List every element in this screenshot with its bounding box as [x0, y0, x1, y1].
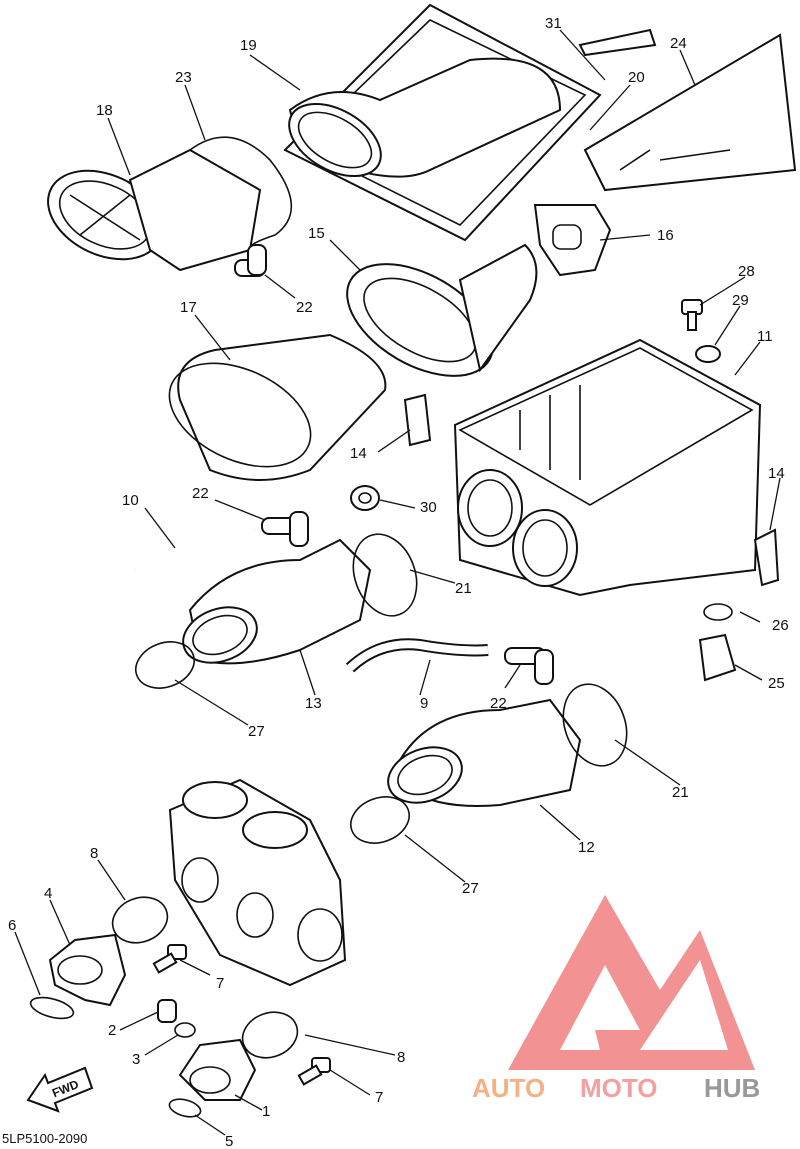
part-27-clamp-lower [350, 796, 410, 844]
part-7-bolt-upper [152, 944, 187, 974]
callout-18: 18 [96, 102, 113, 119]
callout-25: 25 [768, 675, 785, 692]
part-3-clip [174, 1022, 196, 1038]
part-14-clip-right [753, 528, 780, 587]
watermark-auto: AUTO [472, 1073, 545, 1103]
part-9-hose [345, 638, 489, 673]
callout-29: 29 [732, 292, 749, 309]
part-21-clamp-lower [562, 683, 628, 767]
callout-8-upper: 8 [90, 845, 98, 862]
callout-14-right: 14 [768, 465, 785, 482]
part-27-clamp-upper [135, 641, 195, 689]
callout-9: 9 [420, 695, 428, 712]
callout-30: 30 [420, 499, 437, 516]
callout-16: 16 [657, 227, 674, 244]
part-1-joint [178, 1038, 257, 1101]
part-24-cover-plate [583, 33, 797, 192]
part-25-drain-cap [698, 633, 737, 682]
callout-2: 2 [108, 1022, 116, 1039]
callout-5: 5 [225, 1133, 233, 1149]
callout-19: 19 [240, 37, 257, 54]
part-19-intake-duct [288, 57, 562, 178]
watermark-hub: HUB [704, 1073, 760, 1103]
part-11-air-box [453, 338, 762, 597]
callout-22-mid: 22 [192, 485, 209, 502]
callout-1: 1 [262, 1103, 270, 1120]
part-5-o-ring [168, 1098, 202, 1118]
callout-7-lower: 7 [375, 1089, 383, 1106]
part-16-seal [533, 204, 612, 277]
callouts: 19 23 18 31 24 20 15 16 22 17 28 29 11 1… [8, 15, 789, 1149]
callout-8-lower: 8 [397, 1049, 405, 1066]
part-15-frame [346, 243, 538, 377]
automotohub-logo-icon [508, 895, 755, 1070]
callout-22-top: 22 [296, 299, 313, 316]
diagram-code: 5LP5100-2090 [2, 1131, 87, 1146]
part-26-clip [703, 603, 733, 621]
callout-11: 11 [757, 328, 773, 345]
callout-17: 17 [180, 299, 197, 316]
part-8-clamp-lower [241, 1011, 299, 1059]
part-22-elbow-low [504, 647, 554, 685]
callout-4: 4 [44, 885, 52, 902]
callout-23: 23 [175, 69, 192, 86]
part-29-washer [695, 345, 721, 363]
callout-21-upper: 21 [455, 580, 472, 597]
part-18-funnel [47, 148, 262, 272]
part-13-joint [182, 538, 372, 665]
part-30-grommet [350, 485, 380, 511]
callout-27-lower: 27 [462, 880, 479, 897]
callout-14-left: 14 [350, 445, 367, 462]
callout-6: 6 [8, 917, 16, 934]
part-28-bolt [681, 299, 703, 331]
part-17-filter-element [168, 333, 387, 481]
part-2-fitting [157, 999, 177, 1023]
part-22-elbow-top [234, 244, 267, 277]
part-23-gasket [189, 136, 293, 251]
callout-7-upper: 7 [216, 975, 224, 992]
part-7-bolt-lower [297, 1057, 331, 1086]
callout-24: 24 [670, 35, 687, 52]
callout-3: 3 [132, 1051, 140, 1068]
fwd-arrow-icon: FWD [26, 1066, 94, 1113]
part-31-label [578, 28, 657, 57]
callout-12: 12 [578, 839, 595, 856]
watermark-text: AUTO MOTO HUB [472, 1073, 760, 1103]
callout-28: 28 [738, 263, 755, 280]
part-21-clamp-upper [352, 533, 418, 617]
callout-13: 13 [305, 695, 322, 712]
carburetor-assembly [168, 778, 347, 987]
part-10-hose [132, 526, 257, 571]
callout-31: 31 [545, 15, 562, 32]
callout-26: 26 [772, 617, 789, 634]
part-12-joint [387, 698, 582, 807]
callout-21-lower: 21 [672, 784, 689, 801]
part-8-clamp-upper [111, 896, 169, 944]
watermark-moto: MOTO [580, 1073, 658, 1103]
part-22-elbow-mid [261, 511, 309, 547]
leader-lines [14, 29, 781, 1136]
part-4-joint [48, 933, 127, 1007]
callout-20: 20 [628, 69, 645, 86]
callout-15: 15 [308, 225, 325, 242]
part-14-clip-left [403, 393, 432, 447]
callout-22-low: 22 [490, 695, 507, 712]
callout-27-upper: 27 [248, 723, 265, 740]
callout-10: 10 [122, 492, 139, 509]
part-6-o-ring [29, 996, 75, 1020]
